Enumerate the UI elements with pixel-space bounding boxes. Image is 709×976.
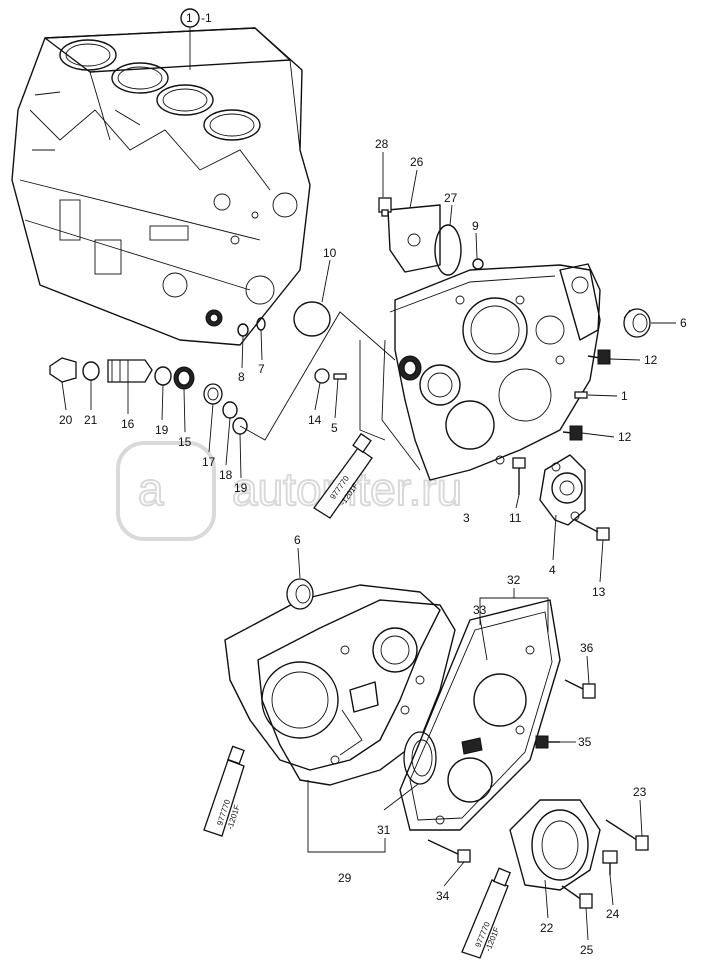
callout-24: 24 (606, 907, 620, 921)
callout-23: 23 (633, 785, 647, 799)
washer-21 (82, 361, 100, 381)
callout-31: 31 (377, 823, 391, 837)
bolt-34 (427, 839, 471, 863)
callout-labels: 1 -1 28 26 27 9 10 6 12 1 12 8 7 20 21 1… (59, 8, 687, 957)
callout-8: 8 (238, 370, 245, 384)
callout-7: 7 (258, 362, 265, 376)
sealant-tube-left: 977770 -1201F (203, 745, 245, 837)
plug-14 (314, 368, 330, 384)
callout-16: 16 (121, 417, 135, 431)
bolt-35 (535, 735, 560, 749)
gasket-29 (224, 584, 441, 771)
callout-14: 14 (308, 413, 322, 427)
callout-18: 18 (219, 468, 233, 482)
callout-13: 13 (592, 585, 606, 599)
o-ring-19-upper (154, 366, 172, 386)
callout-32: 32 (507, 573, 521, 587)
callout-1: 1 (186, 11, 193, 25)
bolt-36 (564, 679, 596, 699)
callout-5: 5 (331, 421, 338, 435)
callout-21: 21 (84, 413, 98, 427)
cover-plate-26 (387, 204, 441, 273)
bolt-13 (574, 519, 610, 541)
callout-19-upper: 19 (155, 423, 169, 437)
gear-cover-33 (399, 599, 561, 831)
gear-case-seal (398, 355, 422, 381)
callout-15: 15 (178, 435, 192, 449)
callout-29: 29 (338, 871, 352, 885)
callout-22: 22 (540, 921, 554, 935)
callout-17: 17 (202, 455, 216, 469)
leader-lines (61, 28, 676, 941)
o-ring-27 (434, 224, 462, 276)
watermark-logo-icon (116, 441, 216, 541)
watermark-logo-letter: a (138, 463, 164, 515)
o-ring-18 (222, 401, 238, 419)
o-ring-10 (293, 301, 331, 337)
callout-11: 11 (509, 511, 522, 525)
bolt-23 (605, 819, 649, 851)
seal-15 (173, 366, 195, 390)
dowel-pin-1 (574, 391, 588, 399)
callout-4: 4 (549, 563, 556, 577)
plug-28 (378, 197, 392, 217)
bolt-25 (561, 885, 593, 909)
o-ring-8 (237, 323, 249, 337)
callout-6-bottom: 6 (294, 533, 301, 547)
callout-28: 28 (375, 137, 389, 151)
bolt-12-lower (562, 425, 583, 441)
bolt-12-upper (587, 349, 611, 365)
o-ring-9 (472, 258, 484, 270)
callout-1-suffix: -1 (201, 11, 212, 25)
sleeve-16 (107, 359, 153, 383)
callout-6-top: 6 (680, 316, 687, 330)
plug-20 (49, 357, 77, 383)
callout-12-lower: 12 (618, 430, 632, 444)
block-seal (205, 309, 223, 327)
cylinder-block (11, 27, 311, 346)
callout-35: 35 (578, 735, 592, 749)
sealant-tube-bottom: 977770 -1201F (461, 867, 512, 959)
sealant-tube-upper: 977770 -1201F (313, 432, 373, 519)
callout-9: 9 (472, 219, 479, 233)
callout-3: 3 (463, 511, 470, 525)
callout-34: 34 (436, 889, 450, 903)
callout-25: 25 (580, 943, 594, 957)
pin-5 (333, 373, 347, 380)
callout-27: 27 (444, 191, 458, 205)
oil-seal-6-top (623, 308, 651, 338)
callout-20: 20 (59, 413, 73, 427)
bolt-24 (602, 850, 618, 875)
callout-19-lower: 19 (234, 481, 248, 495)
callout-10: 10 (323, 246, 337, 260)
oil-seal-6-bottom (286, 578, 314, 610)
gear-case (359, 263, 601, 481)
callout-12-upper: 12 (644, 353, 658, 367)
callout-36: 36 (580, 641, 594, 655)
oil-pump (539, 454, 586, 526)
seal-17 (203, 383, 223, 405)
callout-33: 33 (473, 603, 487, 617)
callout-26: 26 (410, 155, 424, 169)
callout-1-dowel: 1 (621, 389, 628, 403)
bolt-11 (512, 457, 526, 495)
callout-1-circle (180, 8, 200, 28)
cover-22 (509, 799, 601, 891)
